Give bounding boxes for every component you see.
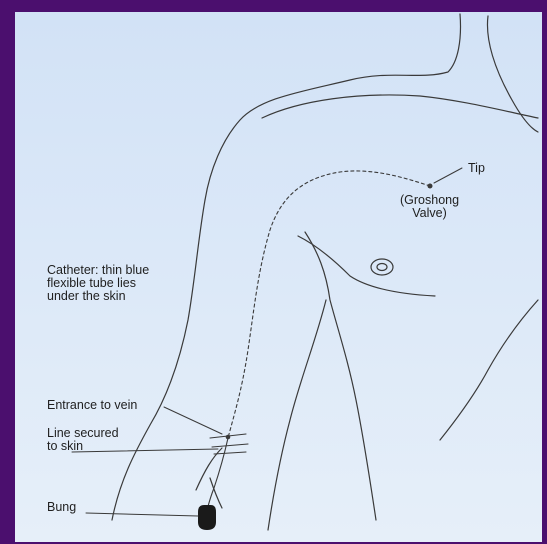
arm-outer-line xyxy=(112,200,205,520)
neck-line xyxy=(205,14,461,200)
valve-label: (Groshong Valve) xyxy=(400,194,459,220)
nipple-outer xyxy=(371,259,393,275)
far-shoulder-line xyxy=(487,16,538,132)
inner-arm-line xyxy=(268,300,326,530)
clavicle-line xyxy=(262,95,538,118)
catheter-label: Catheter: thin blue flexible tube lies u… xyxy=(47,264,149,303)
forearm-line xyxy=(196,448,222,490)
pectoral-line xyxy=(298,236,435,296)
armpit-line xyxy=(305,232,376,520)
bung-shape xyxy=(198,505,216,530)
torso-side-line xyxy=(440,300,538,440)
secured-label: Line secured to skin xyxy=(47,427,119,453)
entrance-leader xyxy=(164,407,222,434)
tip-label: Tip xyxy=(468,162,485,175)
securing-strip-2 xyxy=(212,444,248,447)
bung-leader xyxy=(86,513,198,516)
diagram-panel: Tip (Groshong Valve) Catheter: thin blue… xyxy=(15,12,542,542)
entrance-marker xyxy=(226,435,231,440)
tip-leader xyxy=(434,168,462,183)
entrance-label: Entrance to vein xyxy=(47,399,137,412)
tip-marker xyxy=(428,184,433,189)
nipple-inner xyxy=(377,264,387,271)
bung-label: Bung xyxy=(47,501,76,514)
